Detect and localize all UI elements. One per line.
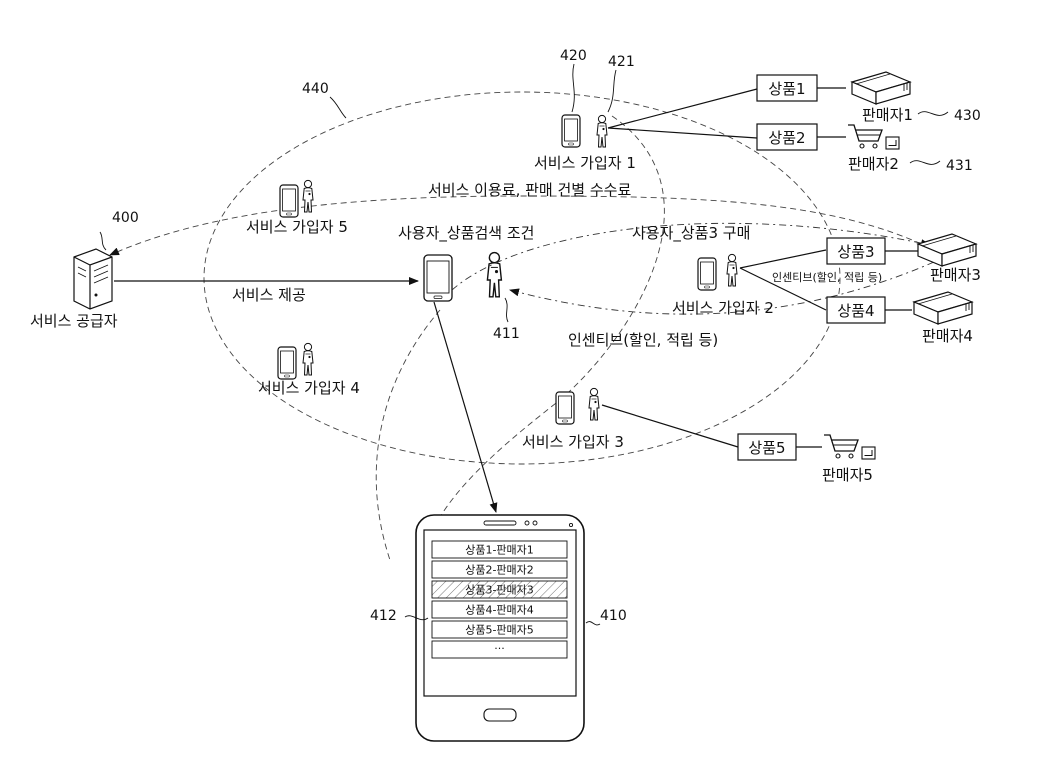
list-row-text: 상품2-판매자2: [465, 564, 534, 577]
fee-arrow: [109, 195, 931, 256]
seller5-label: 판매자5: [822, 466, 873, 484]
purchase-arrow: [451, 222, 931, 291]
product1-label: 상품1: [768, 80, 805, 98]
seller4-box-icon: [913, 291, 973, 325]
product3-label: 상품3: [837, 243, 874, 261]
subscriber1-person-icon: [596, 114, 608, 148]
product3-box: [826, 237, 886, 265]
seller2-cart-icon: [847, 124, 900, 150]
seller1-box-icon: [851, 71, 911, 105]
subscriber2-person-icon: [726, 253, 738, 287]
seller2-label: 판매자2: [848, 155, 899, 173]
list-row-text: 상품4-판매자4: [465, 604, 534, 617]
search-label: 사용자_상품검색 조건: [398, 224, 534, 243]
user-phone-icon: [423, 254, 453, 302]
result-list: 상품1-판매자1 상품2-판매자2 상품3-판매자3 상품4-판매자4 상품5-…: [431, 540, 568, 659]
product5-box: [737, 433, 797, 461]
device-ref-number: 410: [600, 608, 627, 624]
subscriber1-person-ref: 421: [608, 54, 635, 70]
device-range-curve: [375, 309, 441, 561]
subscriber4-label: 서비스 가입자 4: [258, 379, 360, 397]
seller3-label: 판매자3: [930, 266, 981, 284]
subscriber1-phone-icon: [561, 114, 581, 148]
list-row[interactable]: [431, 540, 568, 559]
list-row-text: 상품5-판매자5: [465, 624, 534, 637]
purchase-label: 사용자_상품3 구매: [632, 224, 750, 243]
subscriber2-phone-icon: [697, 257, 717, 291]
incentive-label: 인센티브(할인, 적립 등): [568, 331, 718, 349]
provider-label: 서비스 공급자: [30, 312, 118, 330]
list-row[interactable]: [431, 600, 568, 619]
list-row-text: ···: [494, 642, 505, 655]
seller2-ref-number: 431: [946, 158, 973, 174]
product5-label: 상품5: [748, 439, 785, 457]
incentive-small-label: 인센티브(할인, 적립 등): [772, 271, 882, 284]
user-ref-number: 411: [493, 326, 520, 342]
list-ref-line: [404, 615, 429, 621]
subscriber5-label: 서비스 가입자 5: [246, 218, 348, 236]
subscriber3-label: 서비스 가입자 3: [522, 433, 624, 451]
product2-box: [756, 123, 818, 151]
ellipse-ref-number: 440: [302, 81, 329, 97]
subscriber4-phone-icon: [277, 346, 297, 380]
fee-label: 서비스 이용료, 판매 건별 수수료: [428, 181, 631, 199]
product4-box: [826, 296, 886, 324]
seller5-cart-icon: [823, 434, 876, 460]
subscriber3-phone-icon: [555, 391, 575, 425]
list-row-text: 상품1-판매자1: [465, 544, 534, 557]
list-row-text: 상품3-판매자3: [465, 584, 534, 597]
subscriber5-phone-icon: [279, 184, 299, 218]
subscriber2-label: 서비스 가입자 2: [672, 299, 774, 317]
seller1-label: 판매자1: [862, 106, 913, 124]
sub1-to-product2-line: [607, 127, 758, 139]
product4-label: 상품4: [837, 302, 874, 320]
subscriber4-person-icon: [302, 342, 314, 376]
list-row[interactable]: [431, 620, 568, 639]
sub2-to-product3-line: [739, 249, 827, 269]
subscriber3-person-icon: [588, 387, 600, 421]
seller2-ref-line: [909, 160, 941, 165]
list-row-highlighted[interactable]: [431, 580, 568, 599]
seller1-ref-number: 430: [954, 108, 981, 124]
list-ref-number: 412: [370, 608, 397, 624]
result-arrow: [433, 301, 498, 513]
device-ref-line: [585, 621, 601, 626]
subscriber1-phone-ref-line: [571, 63, 575, 113]
sub3-to-product5-line: [601, 404, 739, 448]
server-icon: [73, 248, 113, 310]
seller3-box-icon: [917, 233, 977, 267]
subscriber1-label: 서비스 가입자 1: [534, 154, 636, 172]
seller1-ref-line: [917, 111, 949, 116]
list-row[interactable]: [431, 560, 568, 579]
service-range-ellipse: [203, 91, 841, 465]
seller4-label: 판매자4: [922, 327, 973, 345]
provider-ref-line: [99, 231, 107, 251]
provider-ref-number: 400: [112, 210, 139, 226]
subscriber5-person-icon: [302, 179, 314, 213]
list-row[interactable]: [431, 640, 568, 659]
subscriber1-phone-ref: 420: [560, 48, 587, 64]
product2-label: 상품2: [768, 129, 805, 147]
ellipse-ref-line: [329, 96, 347, 119]
subscriber-range-curve: [415, 115, 665, 591]
sub2-to-product4-line: [739, 267, 827, 311]
sub1-to-product1-line: [607, 88, 758, 129]
user-ref-line: [504, 297, 509, 323]
service-provide-label: 서비스 제공: [232, 286, 306, 304]
product1-box: [756, 74, 818, 102]
subscriber1-person-ref-line: [607, 69, 617, 113]
user-person-icon: [486, 251, 503, 298]
